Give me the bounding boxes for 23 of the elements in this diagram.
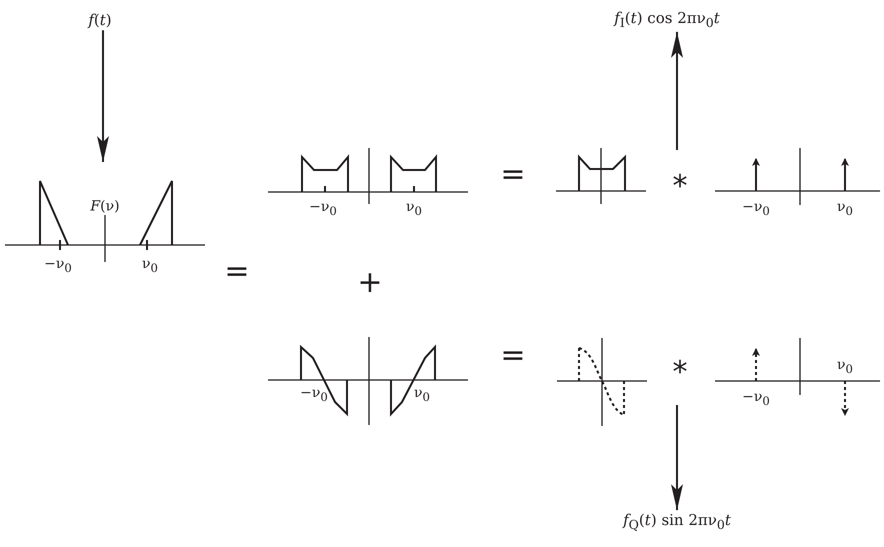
- tick-label: −ν$_{0}$: [742, 390, 770, 408]
- tick-label: −ν$_{0}$: [300, 386, 328, 404]
- tick-label: ν$_{0}$: [414, 386, 430, 404]
- operator-sign: *: [672, 172, 688, 202]
- operator-sign: =: [500, 341, 526, 371]
- arrow: [97, 30, 109, 162]
- operator-sign: +: [357, 268, 383, 298]
- tick-label: ν$_{0}$: [837, 200, 853, 218]
- tick-label: ν$_{0}$: [142, 257, 158, 275]
- formula-text: f$_{I}$(t) cos 2πν$_{0}$t: [614, 10, 720, 30]
- operator-sign: =: [500, 160, 526, 190]
- formula-text: f(t): [88, 12, 112, 28]
- tick-label: −ν$_{0}$: [742, 200, 770, 218]
- operator-sign: *: [672, 358, 688, 388]
- tick-label: ν$_{0}$: [406, 200, 422, 218]
- tick-label: −ν$_{0}$: [44, 257, 72, 275]
- axis-label: F(ν): [90, 199, 120, 215]
- operator-sign: =: [224, 257, 250, 287]
- arrow: [671, 405, 683, 510]
- arrow: [671, 32, 683, 150]
- tick-label: ν$_{0}$: [837, 358, 853, 376]
- tick-label: −ν$_{0}$: [309, 200, 337, 218]
- formula-text: f$_{Q}$(t) sin 2πν$_{0}$t: [623, 512, 731, 532]
